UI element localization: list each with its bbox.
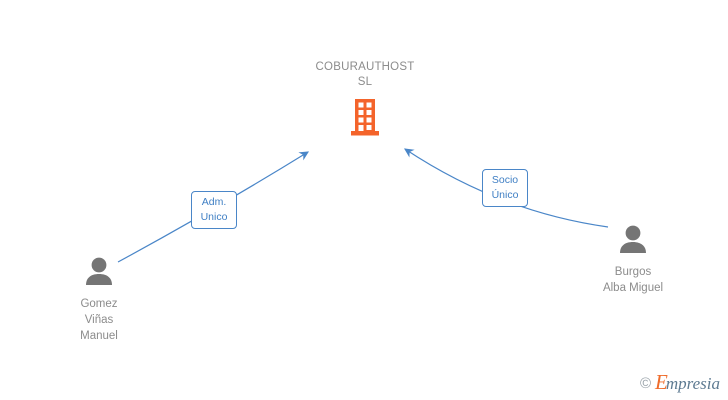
- company-name-label: COBURAUTHOST SL: [315, 61, 415, 88]
- person-icon: [616, 224, 650, 254]
- person-node-burgos[interactable]: Burgos Alba Miguel: [573, 224, 693, 296]
- relation-label-adm-unico[interactable]: Adm. Unico: [191, 191, 237, 229]
- person-name-label: Gomez Viñas Manuel: [80, 298, 118, 342]
- relation-label-socio-unico[interactable]: Socio Único: [482, 169, 528, 207]
- brand-name: mpresia: [665, 374, 720, 393]
- brand-logo: Empresia: [655, 372, 720, 394]
- brand-initial: E: [655, 370, 668, 394]
- building-icon: [348, 97, 382, 137]
- copyright-icon: ©: [639, 374, 652, 392]
- person-name-label: Burgos Alba Miguel: [602, 266, 664, 294]
- person-node-gomez[interactable]: Gomez Viñas Manuel: [39, 256, 159, 344]
- company-node[interactable]: COBURAUTHOST SL: [280, 60, 450, 142]
- watermark: © Empresia: [640, 372, 720, 394]
- person-icon: [82, 256, 116, 286]
